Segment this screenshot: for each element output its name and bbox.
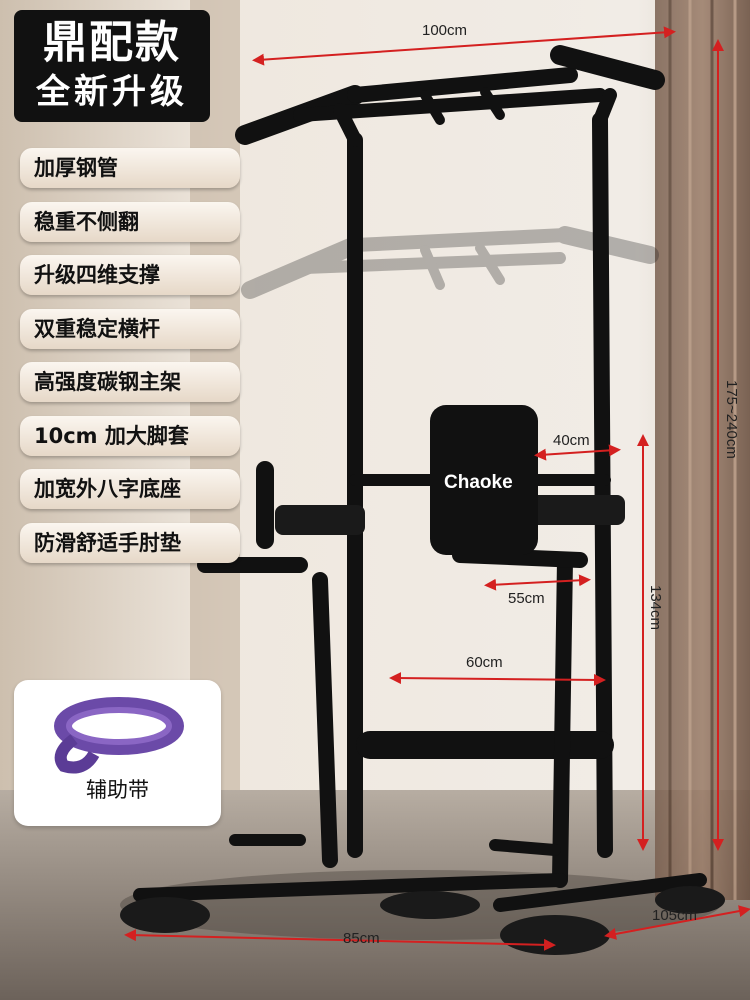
right-armrest [530,495,625,525]
feature-item: 高强度碳钢主架 [20,362,240,402]
feature-list: 加厚钢管 稳重不侧翻 升级四维支撑 双重稳定横杆 高强度碳钢主架 10cm 加大… [20,148,240,576]
feature-item: 加厚钢管 [20,148,240,188]
feature-item: 加宽外八字底座 [20,469,240,509]
feature-item: 稳重不侧翻 [20,201,240,242]
dimension-armrest-gap: 55cm [508,590,545,607]
back-pad [430,405,538,555]
dimension-base-width: 105cm [652,907,698,924]
feature-item: 10cm 加大脚套 [20,415,240,456]
dimension-lines [124,26,750,951]
wall-trim [190,0,240,810]
accessory-label: 辅助带 [86,778,149,802]
page-subtitle: 全新升级 [36,72,188,112]
curtain [655,0,750,900]
dimension-top-width: 100cm [422,22,468,39]
dimension-base-length: 85cm [343,930,380,947]
dimension-height: 175~240cm [723,380,740,459]
feature-item: 升级四维支撑 [20,255,240,295]
dimension-armrest-depth: 40cm [553,432,590,449]
wall-background [0,0,750,810]
accessory-card: 辅助带 [14,680,221,826]
title-badge: 鼎配款 全新升级 [14,10,210,122]
left-armrest [275,505,365,535]
dimension-inner-width: 60cm [466,654,503,671]
brand-logo: Chaoke [444,472,513,493]
feature-item: 双重稳定横杆 [20,308,240,349]
feature-item: 防滑舒适手肘垫 [20,522,240,563]
resistance-band-icon [54,697,184,774]
page-title: 鼎配款 [43,17,181,68]
dimension-armrest-height: 134cm [647,585,664,631]
